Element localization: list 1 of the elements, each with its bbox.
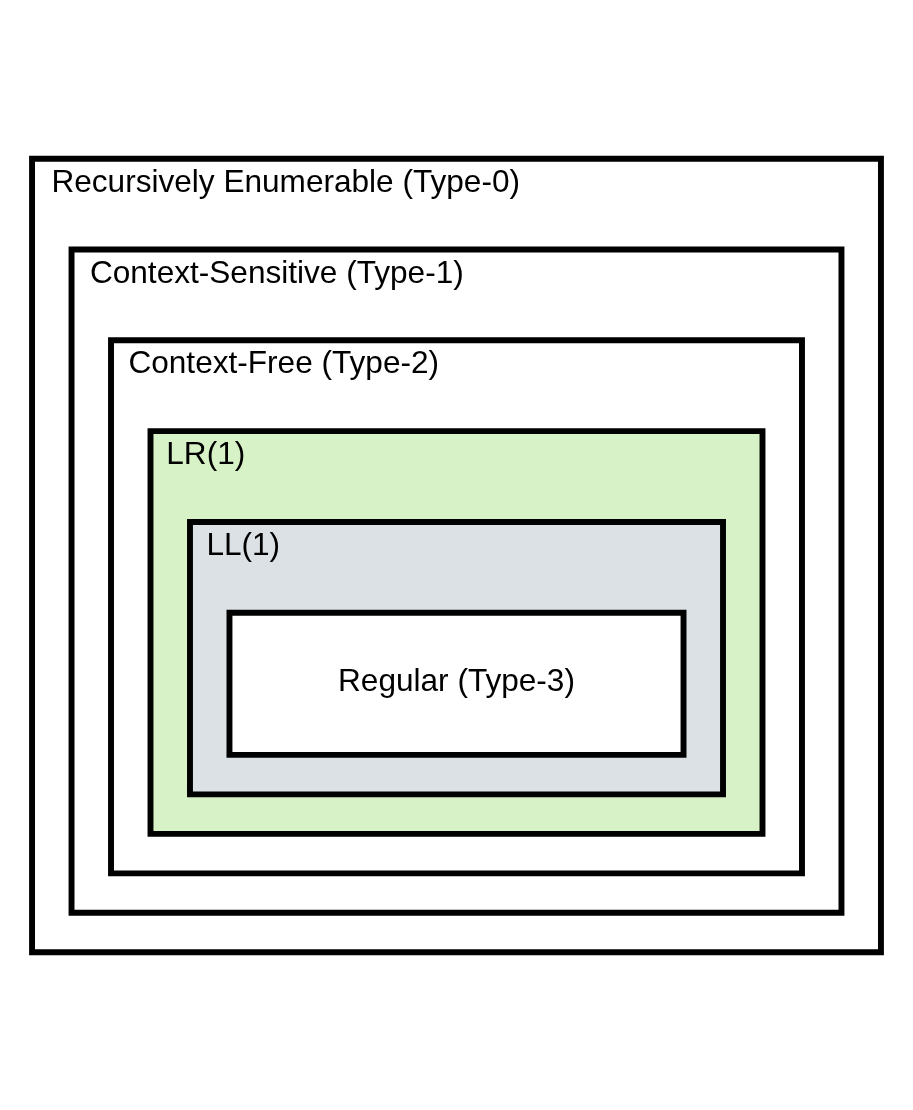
node-box: Regular (Type-3) xyxy=(226,609,687,758)
